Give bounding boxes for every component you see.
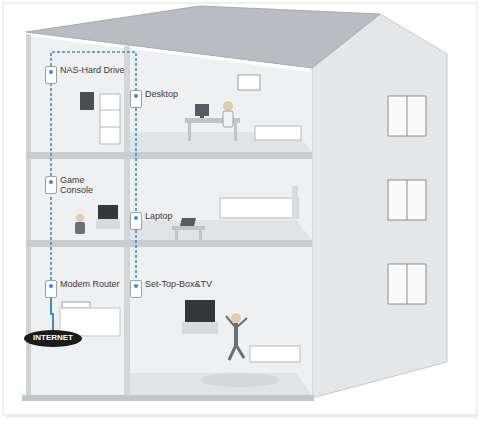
windows xyxy=(388,96,426,304)
text-group: NAS-Hard Drive xyxy=(60,66,125,76)
powerline-adapter xyxy=(45,280,57,298)
device-label: Desktop xyxy=(145,90,178,100)
powerline-link xyxy=(51,52,136,90)
floor-slab xyxy=(26,152,312,159)
powerline-link xyxy=(50,196,52,280)
device-label: NAS-Hard Drive xyxy=(60,66,125,76)
floor xyxy=(130,220,312,240)
adapter-node: Desktop xyxy=(130,90,178,108)
adapter-light xyxy=(49,180,53,184)
powerline-link xyxy=(135,108,137,212)
powerline-adapter xyxy=(130,280,142,298)
powerline-adapter xyxy=(45,176,57,194)
adapter-light xyxy=(134,284,138,288)
powerline-link xyxy=(135,230,137,280)
internet-cloud: INTERNET xyxy=(24,330,82,347)
adapter-node: NAS-Hard Drive xyxy=(45,66,125,84)
adapter-node: Set-Top-Box&TV xyxy=(130,280,212,298)
floor xyxy=(130,373,312,395)
text-group: Laptop xyxy=(145,212,173,222)
powerline-adapter xyxy=(45,66,57,84)
text-group: Game Console xyxy=(60,176,102,196)
powerline-adapter xyxy=(130,90,142,108)
floor-slab xyxy=(26,240,312,247)
adapter-light xyxy=(49,70,53,74)
interior xyxy=(30,36,312,395)
adapter-node: Game Console xyxy=(45,176,102,196)
text-group: INTERNET xyxy=(33,334,73,343)
adapter-light xyxy=(134,216,138,220)
office-furniture xyxy=(185,75,301,141)
text-group: Desktop xyxy=(145,90,178,100)
powerline-adapter xyxy=(130,212,142,230)
powerline-link xyxy=(50,84,52,176)
adapter-light xyxy=(49,284,53,288)
device-label: Laptop xyxy=(145,212,173,222)
base-slab xyxy=(22,395,314,401)
device-label: Modem Router xyxy=(60,280,120,290)
adapter-node: Modem Router xyxy=(45,280,120,298)
gable-wall xyxy=(312,14,447,398)
left-column-devices xyxy=(60,92,120,336)
internet-cable xyxy=(51,298,53,330)
adapter-light xyxy=(134,94,138,98)
bedroom-furniture xyxy=(172,186,298,240)
device-label: Set-Top-Box&TV xyxy=(145,280,212,290)
living-room-furniture xyxy=(182,300,300,387)
text-group: Set-Top-Box&TV xyxy=(145,280,212,290)
text-group: Modem Router xyxy=(60,280,120,290)
cloud-label: INTERNET xyxy=(33,334,73,343)
device-label: Game Console xyxy=(60,176,102,196)
frame xyxy=(3,3,477,415)
adapter-node: Laptop xyxy=(130,212,173,230)
frame-shadow xyxy=(6,415,478,418)
